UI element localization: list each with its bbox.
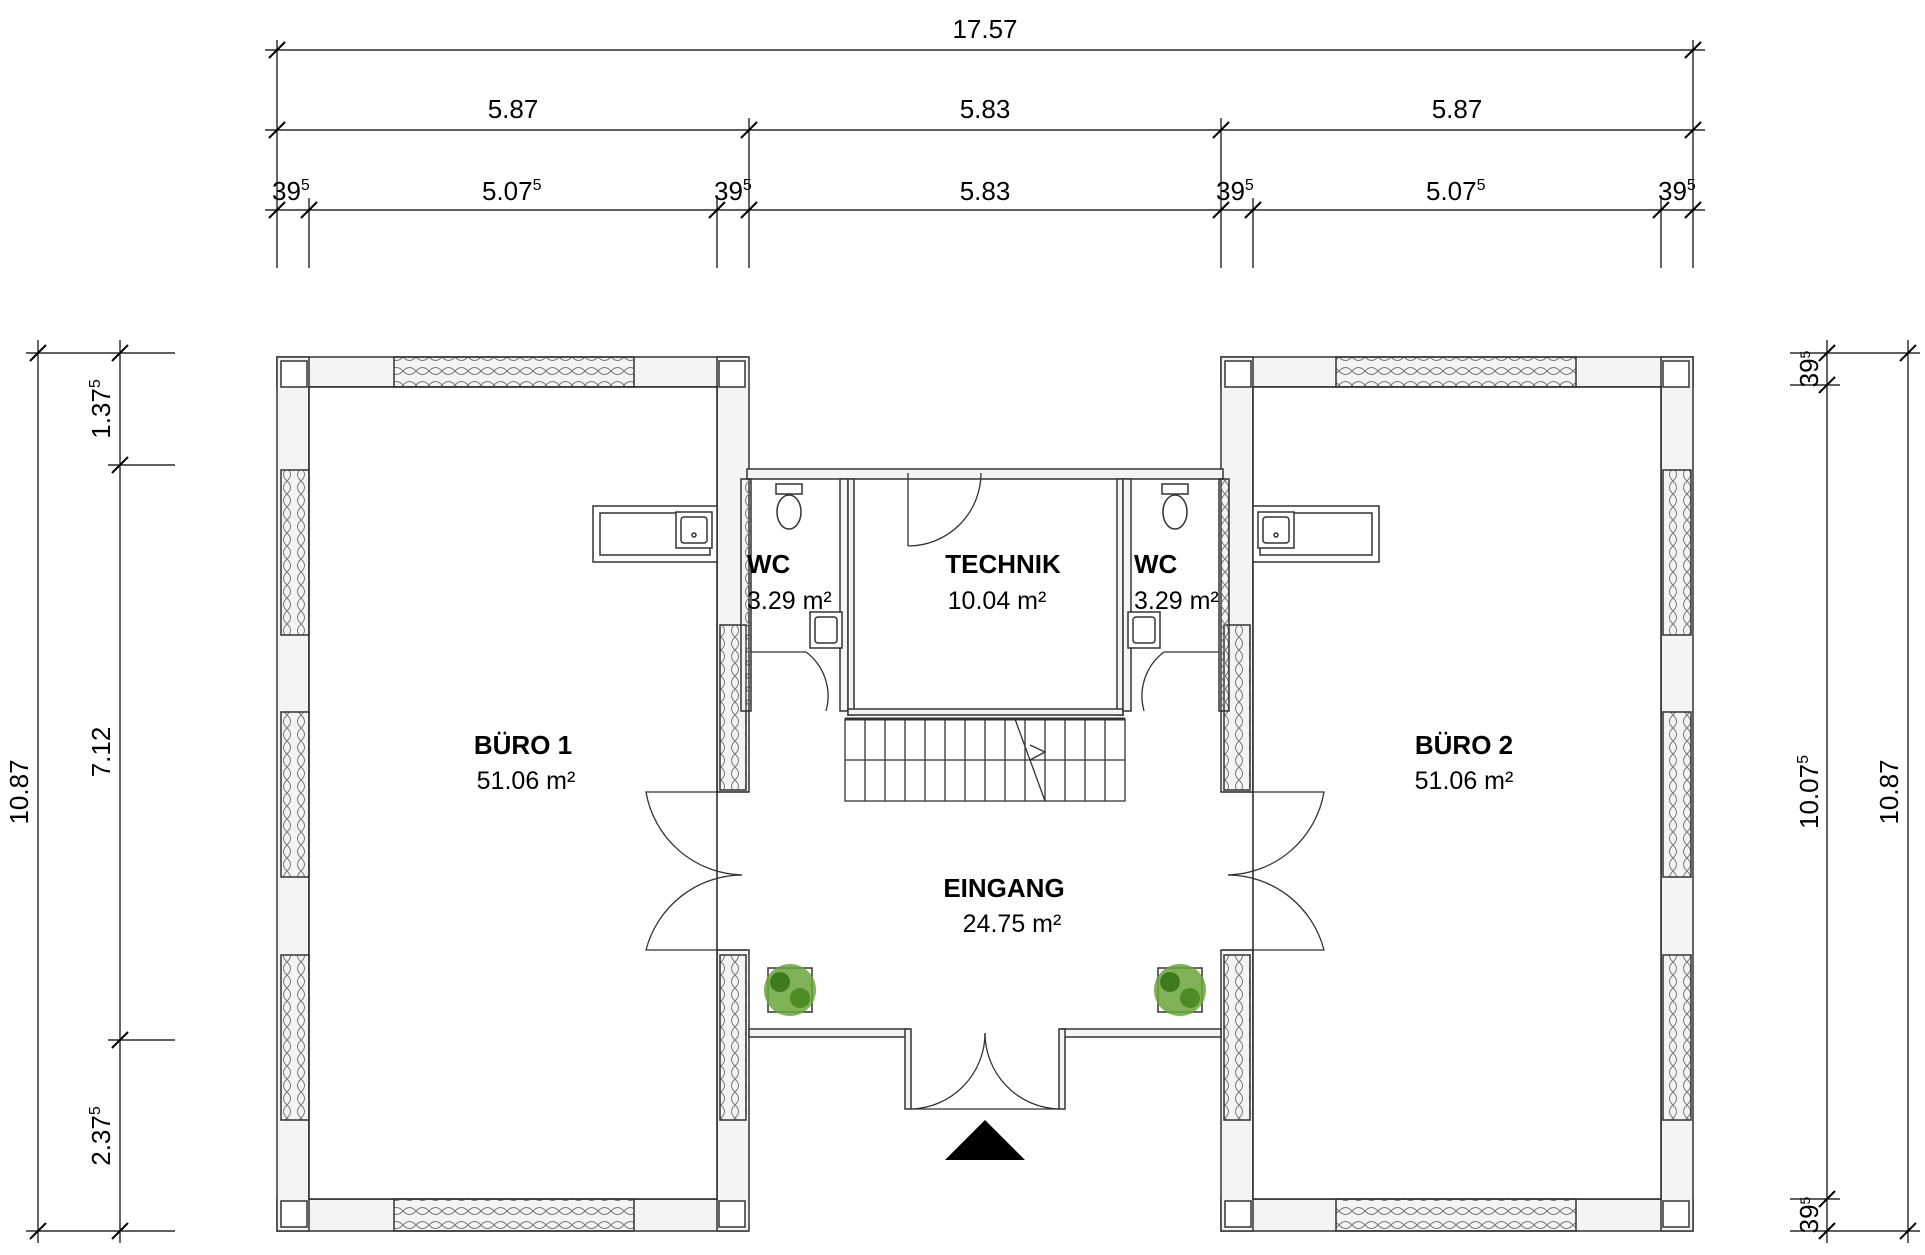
dim-wall-1: 395 xyxy=(272,176,310,206)
left-dimension-chains xyxy=(26,340,175,1243)
right-dimension-chains xyxy=(1790,340,1920,1243)
sink-icon xyxy=(675,511,1295,549)
dim-wall-3: 395 xyxy=(1216,176,1254,206)
room-name-buero2: BÜRO 2 xyxy=(1415,730,1513,760)
dim-left-top: 1.375 xyxy=(86,379,116,439)
dim-left-overall: 10.87 xyxy=(4,759,34,824)
room-area-wc-left: 3.29 m² xyxy=(747,587,832,615)
dim-overall-width: 17.57 xyxy=(952,14,1017,44)
room-name-eingang: EINGANG xyxy=(943,873,1064,903)
room-area-buero1: 51.06 m² xyxy=(477,767,576,795)
room-name-technik: TECHNIK xyxy=(945,549,1061,579)
room-name-buero1: BÜRO 1 xyxy=(474,730,572,760)
room-area-wc-right: 3.29 m² xyxy=(1134,587,1219,615)
room-area-technik: 10.04 m² xyxy=(948,587,1047,615)
toilet-icon xyxy=(775,483,1189,530)
dim-left-bottom: 2.375 xyxy=(86,1106,116,1166)
right-dimension-labels: 395 10.075 395 10.87 xyxy=(1794,350,1904,1233)
dim-right-room: 5.075 xyxy=(1426,176,1486,206)
top-dimension-chains xyxy=(265,40,1705,268)
center-core-walls xyxy=(740,468,1230,1110)
dim-left-mid: 7.12 xyxy=(86,727,116,778)
room-area-eingang: 24.75 m² xyxy=(963,910,1062,938)
room-name-wc-right: WC xyxy=(1134,549,1178,579)
dim-center-section: 5.83 xyxy=(960,94,1011,124)
doors xyxy=(645,472,1325,1110)
top-dimension-labels: 17.57 5.87 5.83 5.87 395 5.075 395 5.83 … xyxy=(272,14,1696,206)
dim-left-section: 5.87 xyxy=(488,94,539,124)
dim-right-wall-bottom: 395 xyxy=(1794,1196,1824,1233)
left-dimension-labels: 10.87 1.375 7.12 2.375 xyxy=(4,379,116,1166)
dim-right-mid: 10.075 xyxy=(1794,755,1824,829)
dim-wall-2: 395 xyxy=(714,176,752,206)
staircase xyxy=(844,717,1126,802)
dim-left-room: 5.075 xyxy=(482,176,542,206)
wc-sink-icon xyxy=(809,611,1161,649)
room-labels: BÜRO 1 51.06 m² BÜRO 2 51.06 m² TECHNIK … xyxy=(474,549,1513,938)
dim-wall-4: 395 xyxy=(1658,176,1696,206)
right-office-walls xyxy=(1220,356,1694,1232)
room-area-buero2: 51.06 m² xyxy=(1415,767,1514,795)
dim-center-room: 5.83 xyxy=(960,176,1011,206)
triangle-icon xyxy=(945,1120,1025,1160)
dim-right-wall-top: 395 xyxy=(1794,350,1824,387)
dim-right-section: 5.87 xyxy=(1432,94,1483,124)
room-name-wc-left: WC xyxy=(747,549,791,579)
plant-icon xyxy=(764,964,1206,1016)
dim-right-overall: 10.87 xyxy=(1874,759,1904,824)
